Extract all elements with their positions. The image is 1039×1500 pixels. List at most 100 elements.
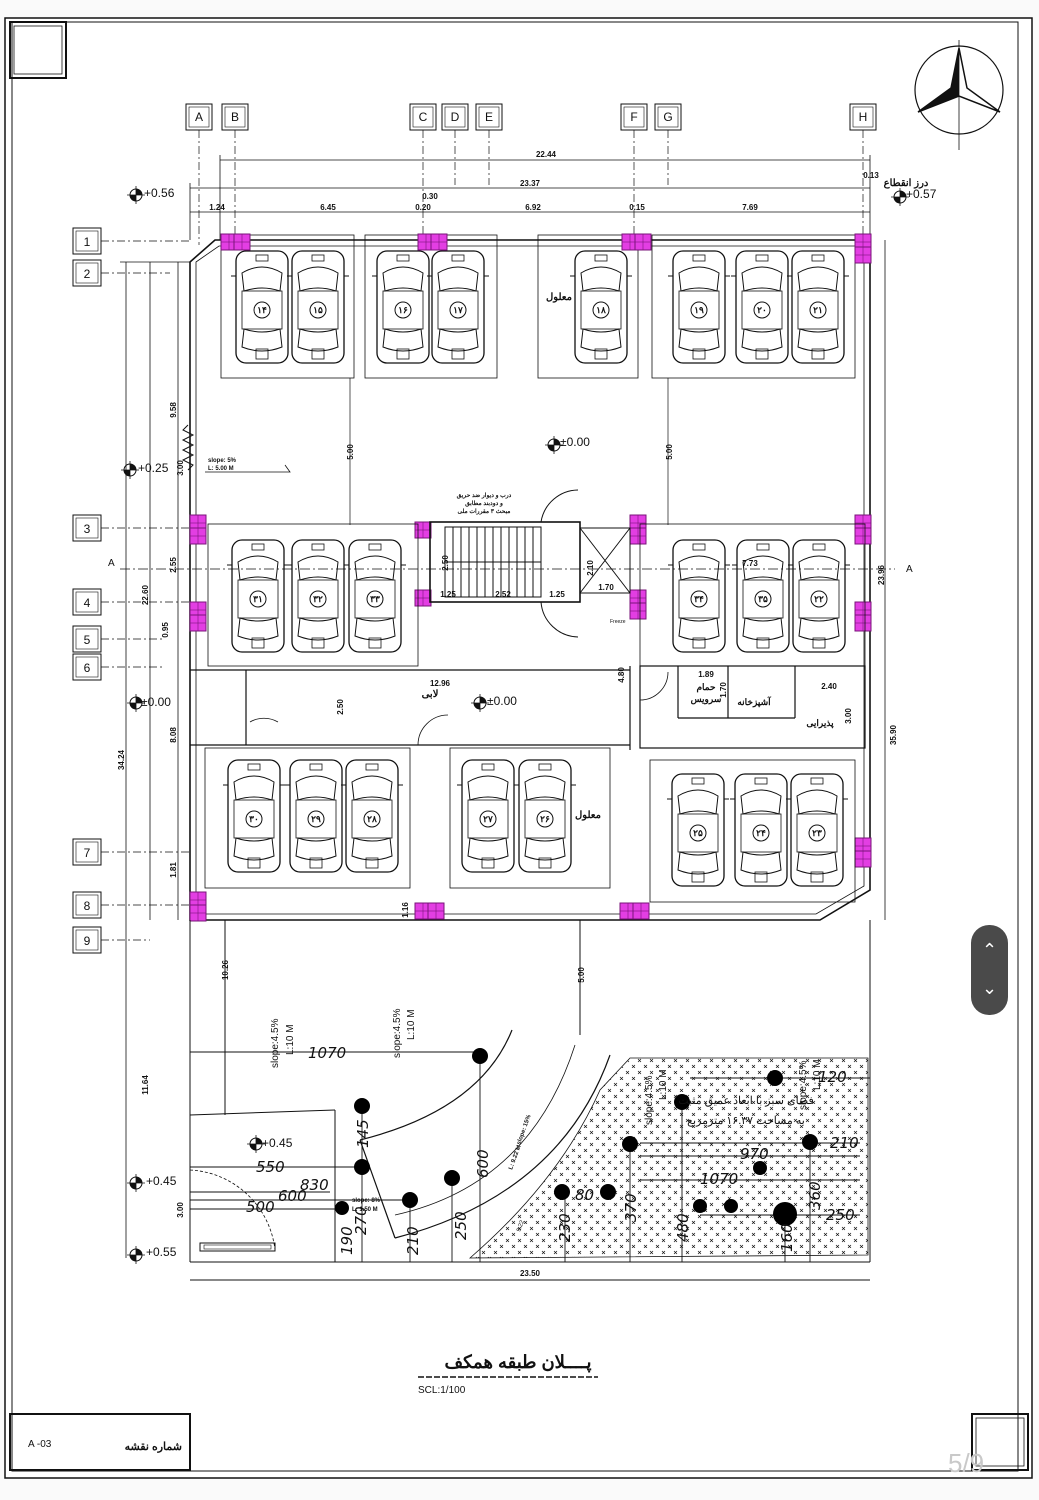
svg-text:F: F <box>630 110 637 124</box>
svg-text:1.70: 1.70 <box>719 682 728 698</box>
svg-text:10.26: 10.26 <box>221 959 230 980</box>
grid-bubble-3: 3 <box>72 514 102 542</box>
svg-text:160: 160 <box>778 1223 796 1252</box>
svg-text:۲۹: ۲۹ <box>311 814 321 824</box>
svg-text:23.37: 23.37 <box>520 179 541 188</box>
svg-text:0.20: 0.20 <box>415 203 431 212</box>
svg-text:درب و دیوار ضد حریق: درب و دیوار ضد حریق <box>457 492 512 499</box>
svg-text:۲۴: ۲۴ <box>756 828 766 838</box>
svg-text:22.60: 22.60 <box>141 584 150 605</box>
svg-text:۲۱: ۲۱ <box>813 305 823 315</box>
plan-scale: SCL:1/100 <box>418 1385 466 1396</box>
svg-text:۳۳: ۳۳ <box>370 594 380 604</box>
svg-text:210: 210 <box>404 1226 422 1255</box>
scroll-down-icon[interactable]: ⌄ <box>981 978 998 999</box>
svg-text:+0.45: +0.45 <box>262 1136 293 1150</box>
svg-text:2.55: 2.55 <box>169 557 178 573</box>
svg-text:۱۴: ۱۴ <box>257 305 267 315</box>
svg-text:L:10 M: L:10 M <box>658 1069 669 1100</box>
svg-text:A: A <box>195 110 203 124</box>
svg-text:A: A <box>906 564 913 575</box>
svg-text:slope:4.5%: slope:4.5% <box>392 1008 403 1058</box>
svg-text:23.50: 23.50 <box>520 1269 541 1278</box>
svg-text:۲۷: ۲۷ <box>483 814 493 824</box>
svg-text:80: 80 <box>575 1186 594 1204</box>
svg-text:34.24: 34.24 <box>117 749 126 770</box>
svg-text:slope:4.5%: slope:4.5% <box>798 1060 809 1110</box>
svg-text:9: 9 <box>84 934 91 948</box>
scroll-control[interactable]: ⌃ ⌄ <box>971 925 1008 1015</box>
svg-text:۲۳: ۲۳ <box>812 828 822 838</box>
svg-text:9.22: 9.22 <box>516 1219 526 1233</box>
svg-text:23.96: 23.96 <box>877 564 886 585</box>
svg-text:±0.00: ±0.00 <box>560 435 590 449</box>
svg-text:۳۵: ۳۵ <box>758 594 768 604</box>
svg-text:1.81: 1.81 <box>169 862 178 878</box>
svg-text:C: C <box>419 110 428 124</box>
svg-text:210: 210 <box>830 1134 859 1152</box>
svg-text:G: G <box>663 110 672 124</box>
svg-text:2.50: 2.50 <box>441 555 450 571</box>
svg-text:درز انقطاع: درز انقطاع <box>884 178 929 189</box>
svg-text:6: 6 <box>84 661 91 675</box>
svg-text:0.15: 0.15 <box>629 203 645 212</box>
grid-bubble-e: E <box>475 103 503 131</box>
svg-text:۲۵: ۲۵ <box>693 828 703 838</box>
svg-text:مبحث ۳ مقررات ملی: مبحث ۳ مقررات ملی <box>457 508 510 515</box>
svg-text:3: 3 <box>84 522 91 536</box>
svg-text:±0.00: ±0.00 <box>487 694 517 708</box>
svg-text:Freeze: Freeze <box>610 619 626 625</box>
svg-text:۲۲: ۲۲ <box>814 594 824 604</box>
svg-text:۲۶: ۲۶ <box>540 814 550 824</box>
svg-text:1070: 1070 <box>700 1170 738 1188</box>
svg-text:۱۶: ۱۶ <box>398 305 408 315</box>
svg-text:600: 600 <box>474 1149 492 1178</box>
svg-text:فضای سبز با ابعاد عمیق مثبت: فضای سبز با ابعاد عمیق مثبت <box>678 1095 813 1107</box>
svg-text:L:10 M: L:10 M <box>406 1009 417 1040</box>
svg-text:2.52: 2.52 <box>495 590 511 599</box>
yard <box>189 920 871 1281</box>
grid-bubble-5: 5 <box>72 625 102 653</box>
svg-text:معلول: معلول <box>546 292 572 303</box>
svg-text:370: 370 <box>622 1193 640 1222</box>
svg-text:slope: 5%: slope: 5% <box>208 458 237 464</box>
svg-text:۳۰: ۳۰ <box>249 814 259 824</box>
svg-text:600: 600 <box>278 1187 307 1205</box>
grid-bubble-g: G <box>654 103 682 131</box>
grid-bubble-d: D <box>441 103 469 131</box>
svg-text:۲۸: ۲۸ <box>367 814 377 824</box>
svg-text:L:10 M: L:10 M <box>285 1024 296 1055</box>
svg-text:230: 230 <box>556 1213 574 1242</box>
svg-text:7: 7 <box>84 846 91 860</box>
svg-text:1: 1 <box>84 235 91 249</box>
svg-text:۳۴: ۳۴ <box>694 594 704 604</box>
svg-text:slope:4.5%: slope:4.5% <box>270 1018 281 1068</box>
svg-text:5.00: 5.00 <box>577 967 586 983</box>
svg-text:۳۲: ۳۲ <box>313 594 323 604</box>
grid-bubble-4: 4 <box>72 588 102 616</box>
svg-text:7.69: 7.69 <box>742 203 758 212</box>
svg-text:830: 830 <box>300 1176 329 1194</box>
svg-text:۱۵: ۱۵ <box>313 305 323 315</box>
svg-text:2.50: 2.50 <box>336 699 345 715</box>
scroll-up-icon[interactable]: ⌃ <box>981 940 998 961</box>
svg-text:8.08: 8.08 <box>169 727 178 743</box>
svg-text:270: 270 <box>352 1206 370 1235</box>
svg-text:2: 2 <box>84 267 91 281</box>
grid-bubble-a: A <box>185 103 213 131</box>
svg-text:+0.55: +0.55 <box>146 1245 177 1259</box>
lobby-area <box>190 665 866 750</box>
svg-text:slope: 8%: slope: 8% <box>352 1198 381 1204</box>
svg-text:550: 550 <box>256 1158 285 1176</box>
plan-title: پــــلان طبقه همکف <box>444 1352 591 1373</box>
svg-text:A: A <box>108 558 115 569</box>
grid-bubble-b: B <box>221 103 249 131</box>
svg-text:0.13: 0.13 <box>863 171 879 180</box>
svg-text:5.00: 5.00 <box>665 444 674 460</box>
svg-text:D: D <box>451 110 460 124</box>
car-numbers-row1: ۱۴ ۱۵ ۱۶ ۱۷ ۱۸ ۱۹ ۲۰ ۲۱ <box>257 305 823 315</box>
svg-text:+0.25: +0.25 <box>138 461 169 475</box>
svg-text:480: 480 <box>674 1213 692 1242</box>
sheet-number-label: شماره نقشه <box>125 1441 182 1453</box>
